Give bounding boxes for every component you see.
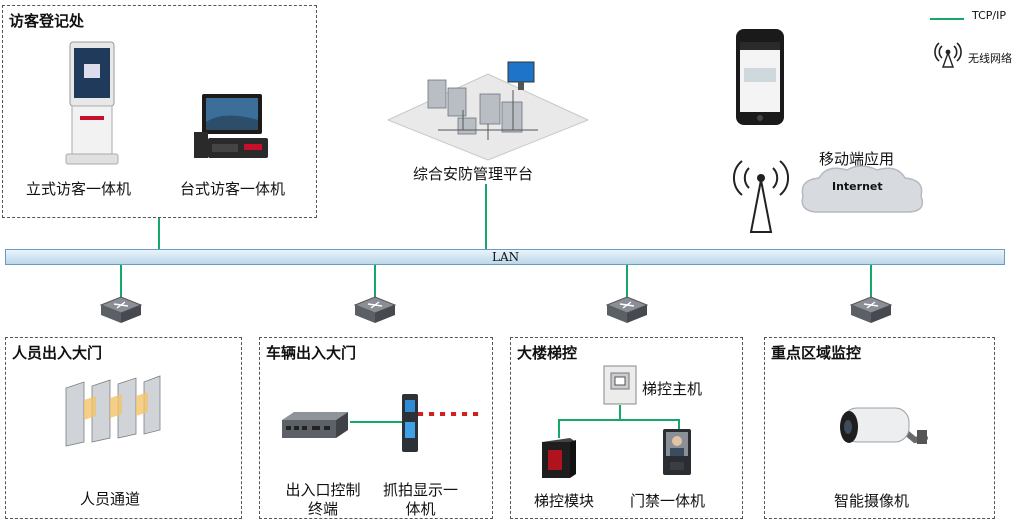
drop-line-surveillance bbox=[870, 265, 872, 298]
elevator-host-drop bbox=[619, 405, 621, 421]
standing-kiosk-label: 立式访客一体机 bbox=[26, 180, 132, 198]
visitor-zone: 访客登记处 bbox=[2, 5, 317, 218]
legend-wireless-icon bbox=[934, 42, 962, 68]
visitor-uplink bbox=[158, 218, 160, 249]
elevator-access-link bbox=[678, 419, 680, 429]
wireless-tower-icon bbox=[732, 160, 790, 233]
switch-icon-surveillance bbox=[849, 296, 893, 323]
switch-icon-elevator bbox=[605, 296, 649, 323]
vehicle-zone: 车辆出入大门 bbox=[259, 337, 493, 519]
smartphone-image bbox=[736, 29, 784, 125]
pedestrian-device-label: 人员通道 bbox=[80, 490, 141, 508]
visitor-zone-title: 访客登记处 bbox=[9, 12, 85, 30]
switch-icon-vehicle bbox=[353, 296, 397, 323]
elevator-module-link bbox=[558, 419, 560, 438]
camera-label: 智能摄像机 bbox=[834, 492, 910, 510]
legend-wireless-label: 无线网络 bbox=[968, 52, 1012, 65]
standing-kiosk-image bbox=[65, 41, 119, 165]
drop-line-elevator bbox=[626, 265, 628, 298]
drop-line-vehicle bbox=[374, 265, 376, 298]
controller-label: 出入口控制终端 bbox=[285, 481, 361, 518]
turnstile-image bbox=[65, 375, 161, 447]
legend-tcpip-line bbox=[930, 18, 964, 20]
capture-label: 抓拍显示一体机 bbox=[383, 481, 459, 518]
smart-camera-image bbox=[840, 407, 928, 444]
platform-uplink bbox=[485, 184, 487, 249]
elevator-bus bbox=[558, 419, 680, 421]
desktop-kiosk-label: 台式访客一体机 bbox=[180, 180, 286, 198]
elevator-host-label: 梯控主机 bbox=[642, 380, 703, 398]
lan-bus bbox=[5, 249, 1005, 265]
elevator-zone: 大楼梯控 bbox=[510, 337, 743, 519]
pedestrian-zone-title: 人员出入大门 bbox=[12, 344, 103, 362]
elevator-zone-title: 大楼梯控 bbox=[517, 344, 578, 362]
elevator-host-image bbox=[603, 365, 637, 405]
mobile-app-label: 移动端应用 bbox=[819, 150, 895, 168]
platform-label: 综合安防管理平台 bbox=[413, 165, 534, 183]
elevator-module-image bbox=[542, 438, 576, 478]
access-control-label: 门禁一体机 bbox=[630, 492, 706, 510]
vehicle-zone-title: 车辆出入大门 bbox=[266, 344, 357, 362]
capture-display-image bbox=[402, 394, 480, 452]
lan-label: LAN bbox=[492, 250, 520, 264]
internet-cloud-icon bbox=[801, 165, 924, 213]
vehicle-controller-link bbox=[350, 421, 402, 423]
pedestrian-zone: 人员出入大门 bbox=[5, 337, 242, 519]
entrance-controller-image bbox=[282, 412, 348, 438]
surveillance-zone-title: 重点区域监控 bbox=[771, 344, 862, 362]
internet-label: Internet bbox=[832, 180, 883, 193]
access-control-image bbox=[663, 429, 691, 475]
switch-icon-pedestrian bbox=[99, 296, 143, 323]
surveillance-zone: 重点区域监控 bbox=[764, 337, 995, 519]
drop-line-pedestrian bbox=[120, 265, 122, 298]
elevator-module-label: 梯控模块 bbox=[534, 492, 595, 510]
server-cluster-image bbox=[386, 61, 590, 161]
desktop-kiosk-image bbox=[194, 94, 268, 158]
legend-tcpip-label: TCP/IP bbox=[972, 9, 1006, 22]
